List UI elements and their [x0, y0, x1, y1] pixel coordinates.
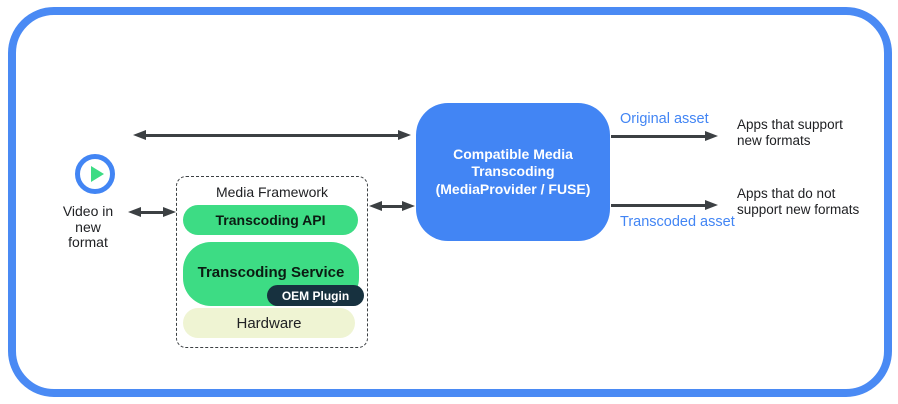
video-source-caption: Video in new format [62, 203, 114, 250]
oem-plugin-pill: OEM Plugin [267, 285, 364, 306]
arrowhead-right-icon [398, 130, 411, 141]
transcoded-asset-label: Transcoded asset [620, 214, 735, 230]
apps-no-support-text: Apps that do not support new formats [737, 186, 860, 217]
hardware-pill: Hardware [183, 308, 355, 338]
arrowhead-right-icon [402, 201, 415, 212]
apps-support-text: Apps that support new formats [737, 117, 843, 148]
original-asset-label: Original asset [620, 111, 709, 127]
arrowhead-left-icon [128, 207, 141, 218]
media-framework-title: Media Framework [215, 184, 329, 200]
compatible-media-transcoding-box: Compatible Media Transcoding (MediaProvi… [416, 103, 610, 241]
arrow-source-transcoder [133, 130, 411, 141]
video-play-icon [75, 154, 115, 194]
transcoder-title: Compatible Media Transcoding (MediaProvi… [435, 145, 591, 197]
transcoding-api-pill: Transcoding API [183, 205, 358, 235]
play-triangle-icon [90, 166, 104, 182]
arrowhead-right-icon [705, 131, 718, 142]
arrow-transcoded-asset [611, 200, 718, 211]
arrow-framework-transcoder [369, 201, 415, 212]
arrowhead-right-icon [705, 200, 718, 211]
arrow-source-framework [128, 207, 176, 218]
arrow-original-asset [611, 131, 718, 142]
arrowhead-left-icon [369, 201, 382, 212]
arrowhead-right-icon [163, 207, 176, 218]
arrowhead-left-icon [133, 130, 146, 141]
